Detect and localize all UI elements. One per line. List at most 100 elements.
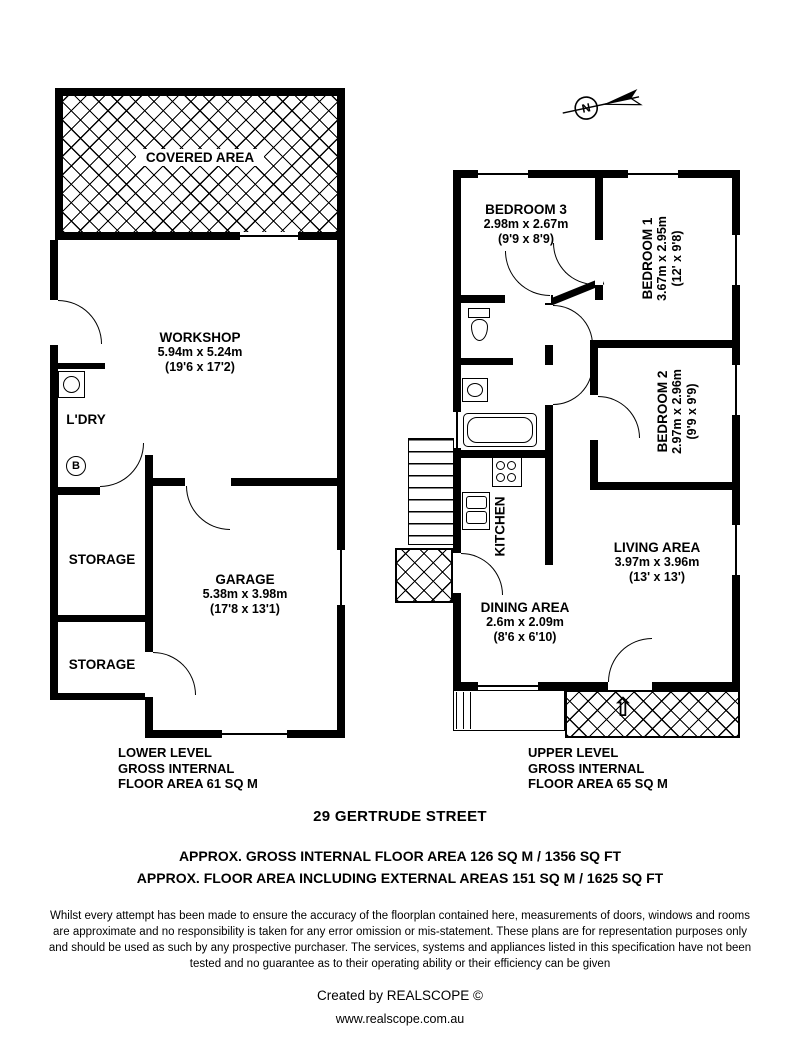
bedroom2-label: BEDROOM 2 2.97m x 2.96m (9'9 x 9'9)	[630, 355, 725, 467]
verandah-steps	[456, 692, 476, 729]
door-opening	[595, 240, 603, 285]
washing-machine-icon	[58, 371, 85, 398]
storage2-label: STORAGE	[58, 657, 146, 672]
wall	[50, 240, 58, 700]
website-line: www.realscope.com.au	[335, 1012, 465, 1026]
bedroom1-label: BEDROOM 1 3.67m x 2.95m (12' x 9'8)	[612, 202, 712, 314]
window	[453, 412, 461, 448]
level-line: FLOOR AREA 65 SQ M	[528, 776, 668, 791]
level-line: GROSS INTERNAL	[528, 760, 645, 776]
dining-label: DINING AREA 2.6m x 2.09m (8'6 x 6'10)	[445, 600, 605, 645]
room-dim-m: 5.94m x 5.24m	[157, 345, 243, 359]
window	[478, 682, 538, 690]
wall	[545, 295, 553, 565]
room-dim-ft: (13' x 13')	[629, 570, 685, 584]
kitchen-label: KITCHEN	[462, 488, 538, 564]
lower-level-caption: LOWER LEVEL GROSS INTERNAL FLOOR AREA 61…	[118, 745, 258, 792]
area-internal-line: APPROX. GROSS INTERNAL FLOOR AREA 126 SQ…	[178, 848, 622, 864]
room-name: BEDROOM 3	[485, 202, 567, 217]
bedroom1-label-rotated: BEDROOM 1 3.67m x 2.95m (12' x 9'8)	[639, 216, 684, 301]
room-name: LIVING AREA	[613, 540, 701, 555]
level-line: GROSS INTERNAL	[118, 760, 235, 776]
door-opening	[145, 652, 153, 697]
room-name: BEDROOM 1	[639, 217, 655, 299]
bathtub-icon	[463, 413, 537, 447]
stove-burner	[496, 473, 505, 482]
door-arc	[553, 305, 593, 345]
wall	[453, 170, 740, 178]
level-line: UPPER LEVEL	[528, 745, 619, 760]
room-dim-ft: (8'6 x 6'10)	[493, 630, 557, 644]
wall	[50, 363, 105, 369]
room-name: BEDROOM 2	[654, 370, 670, 452]
entry-arrow-icon: ⇧	[612, 692, 634, 722]
room-dim-m: 2.98m x 2.67m	[483, 217, 569, 231]
address-title: 29 GERTRUDE STREET	[313, 808, 487, 825]
door-arc	[553, 365, 593, 405]
room-dim-m: 2.97m x 2.96m	[669, 368, 684, 454]
covered-area-label: COVERED AREA	[135, 149, 265, 166]
area-external-line: APPROX. FLOOR AREA INCLUDING EXTERNAL AR…	[136, 870, 664, 886]
room-name: GARAGE	[215, 572, 275, 587]
stove-burner	[507, 461, 516, 470]
door-opening	[545, 365, 553, 405]
stove-burner	[496, 461, 505, 470]
covered-area-label-wrap: COVERED AREA	[55, 149, 345, 167]
kitchen-sink-icon	[462, 492, 490, 530]
room-dim-ft: (17'8 x 13'1)	[210, 602, 280, 616]
wall	[145, 455, 153, 738]
kitchen-sink-bowl	[465, 495, 487, 509]
bedroom3-label: BEDROOM 3 2.98m x 2.67m (9'9 x 8'9)	[452, 202, 600, 247]
upper-floorplan: N	[395, 89, 740, 791]
hot-water-icon: B	[66, 456, 86, 476]
storage1-label: STORAGE	[58, 552, 146, 567]
room-name: KITCHEN	[492, 496, 508, 556]
door-opening	[185, 478, 231, 486]
level-line: FLOOR AREA 61 SQ M	[118, 776, 258, 791]
door-opening	[590, 395, 598, 440]
room-dim-ft: (19'6 x 17'2)	[165, 360, 235, 374]
workshop-label: WORKSHOP 5.94m x 5.24m (19'6 x 17'2)	[115, 330, 285, 375]
wall	[337, 240, 345, 738]
room-dim-ft: (12' x 9'8)	[669, 230, 684, 286]
washing-machine-drum	[63, 376, 80, 393]
stove-burner	[507, 473, 516, 482]
created-by-line: Created by REALSCOPE ©	[316, 988, 483, 1003]
room-dim-ft: (9'9 x 8'9)	[498, 232, 554, 246]
room-dim-ft: (9'9 x 9'9)	[684, 383, 699, 439]
porch-hatched	[395, 548, 453, 603]
wall	[50, 615, 153, 622]
level-line: LOWER LEVEL	[118, 745, 212, 760]
sink-icon	[462, 378, 488, 402]
window	[628, 170, 678, 178]
window	[732, 525, 740, 575]
deck-hatched	[565, 690, 740, 738]
wall	[590, 482, 740, 490]
laundry-label: L'DRY	[50, 412, 122, 427]
wall	[145, 478, 345, 486]
compass-icon: N	[562, 89, 643, 120]
room-dim-m: 5.38m x 3.98m	[202, 587, 288, 601]
window	[222, 730, 287, 738]
door-arc	[505, 251, 550, 296]
room-name: L'DRY	[66, 412, 106, 427]
room-name: STORAGE	[68, 552, 136, 567]
sink-basin	[467, 383, 483, 397]
kitchen-label-rotated: KITCHEN	[493, 496, 508, 556]
wall	[461, 450, 545, 458]
window	[240, 232, 298, 240]
door-opening	[608, 682, 652, 690]
room-name: DINING AREA	[480, 600, 570, 615]
toilet-icon	[471, 319, 488, 341]
living-label: LIVING AREA 3.97m x 3.96m (13' x 13')	[583, 540, 731, 585]
door-opening	[453, 553, 461, 593]
bathtub-basin	[467, 417, 533, 443]
room-name: WORKSHOP	[159, 330, 241, 345]
door-opening	[50, 300, 58, 345]
room-name: STORAGE	[68, 657, 136, 672]
room-dim-m: 3.97m x 3.96m	[614, 555, 700, 569]
door-arc	[608, 638, 652, 682]
window	[478, 170, 528, 178]
wall	[732, 170, 740, 690]
